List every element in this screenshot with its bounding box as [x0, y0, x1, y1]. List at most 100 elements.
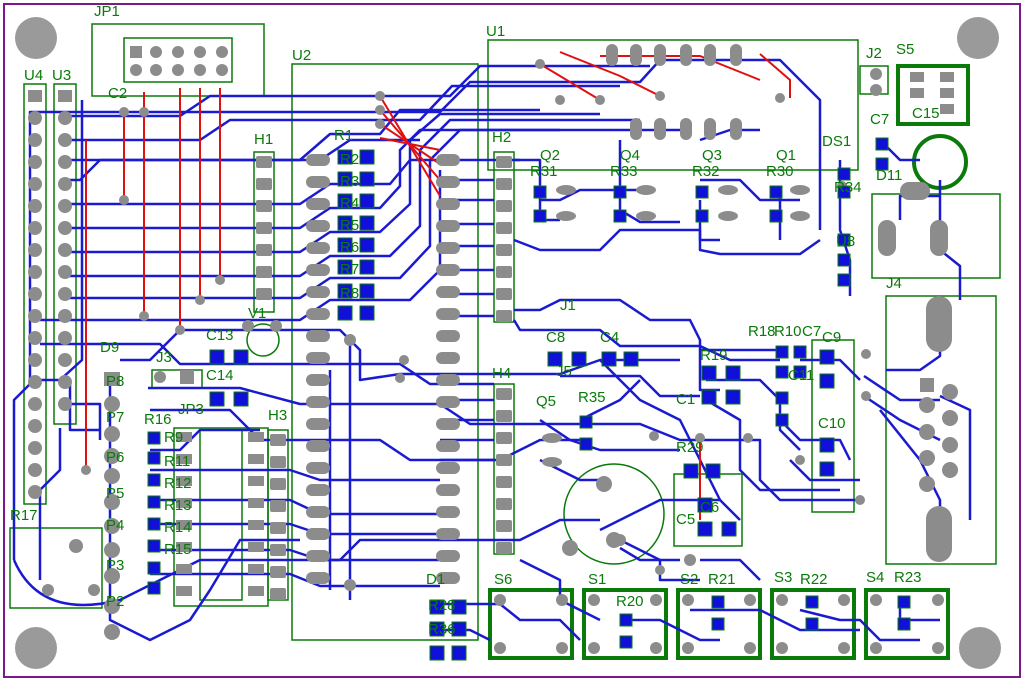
- header-h2-pads: [496, 156, 512, 322]
- board-outline: [3, 3, 1021, 678]
- label-s6: S6: [494, 571, 512, 588]
- switch-outlines: [488, 64, 970, 660]
- label-c9: C9: [822, 329, 841, 346]
- label-u3: U3: [52, 67, 71, 84]
- switch-s5-pads: [910, 72, 954, 114]
- transistor-pads: [542, 185, 810, 467]
- th-pads: [28, 44, 958, 640]
- connector-dc-pads: [878, 182, 948, 256]
- label-q5: Q5: [536, 393, 556, 410]
- label-r22: R22: [800, 571, 828, 588]
- header-jp1-pads: [130, 46, 228, 76]
- label-r32: R32: [692, 163, 720, 180]
- label-q1: Q1: [776, 147, 796, 164]
- label-p8: P8: [106, 373, 124, 390]
- label-s2: S2: [680, 571, 698, 588]
- label-r21: R21: [708, 571, 736, 588]
- smd-pads: [147, 137, 911, 661]
- led-array-pads: [104, 372, 120, 640]
- label-c11: C11: [788, 367, 814, 384]
- label-p2: P2: [106, 593, 124, 610]
- label-u8: U8: [836, 233, 855, 250]
- label-j3: J3: [156, 349, 172, 366]
- label-r16: R16: [144, 411, 172, 428]
- label-r20: R20: [616, 593, 644, 610]
- label-d11: D11: [876, 167, 902, 184]
- label-j2: J2: [866, 45, 882, 62]
- label-s3: S3: [774, 569, 792, 586]
- label-h4: H4: [492, 365, 511, 382]
- switch-s5: [896, 64, 970, 126]
- label-r8: R8: [340, 285, 359, 302]
- label-c7b: C7: [802, 323, 821, 340]
- resistor-array-r9-r15: [147, 431, 161, 595]
- label-c8: C8: [546, 329, 565, 346]
- label-s4: S4: [866, 569, 884, 586]
- label-j4: J4: [886, 275, 902, 292]
- label-r17: R17: [10, 507, 38, 524]
- switch-s6: [488, 588, 574, 660]
- header-h3-pads: [270, 434, 286, 600]
- mount-hole-top-left: [15, 17, 57, 59]
- label-p3: P3: [106, 557, 124, 574]
- label-r35: R35: [578, 389, 606, 406]
- label-r31: R31: [530, 163, 558, 180]
- label-p5: P5: [106, 485, 124, 502]
- label-s1: S1: [588, 571, 606, 588]
- label-u2: U2: [292, 47, 311, 64]
- silkscreen-outlines: [9, 23, 1001, 641]
- label-c4: C4: [600, 329, 619, 346]
- label-r1: R1: [334, 127, 353, 144]
- label-h1: H1: [254, 131, 273, 148]
- relay-u1-pads: [606, 44, 742, 140]
- label-j1: J1: [560, 297, 576, 314]
- header-h1-pads: [256, 156, 272, 300]
- switch-corner-pads: [494, 594, 944, 654]
- switch-s2: [676, 588, 762, 660]
- mounting-holes: [15, 17, 1001, 669]
- label-u1: U1: [486, 23, 505, 40]
- label-r13: R13: [164, 497, 192, 514]
- label-c2: C2: [108, 85, 127, 102]
- label-r33: R33: [610, 163, 638, 180]
- label-jp3: JP3: [178, 401, 204, 418]
- header-u4-pads: [28, 90, 42, 499]
- designator-labels: JP1 U4 U3 C2 U2 U1 J2 S5 C15 C7 DS1 R1 H…: [10, 3, 940, 638]
- label-d1: D1: [426, 571, 445, 588]
- mount-hole-bottom-right: [959, 627, 1001, 669]
- label-r15: R15: [164, 541, 192, 558]
- label-d9: D9: [100, 339, 119, 356]
- label-c14: C14: [206, 367, 234, 384]
- label-p4: P4: [106, 517, 124, 534]
- resistor-array-r2-r8: [337, 149, 375, 321]
- traces-top: [85, 51, 791, 520]
- label-ds1: DS1: [822, 133, 851, 150]
- label-c6: C6: [700, 499, 719, 516]
- label-r36: R36: [428, 621, 456, 638]
- ic-u2-pads-left: [306, 154, 330, 584]
- label-r5: R5: [340, 217, 359, 234]
- label-j5: J5: [556, 363, 572, 380]
- label-r2: R2: [340, 151, 359, 168]
- label-q4: Q4: [620, 147, 640, 164]
- mount-hole-top-right: [957, 17, 999, 59]
- label-c15: C15: [912, 105, 940, 122]
- label-c10: C10: [818, 415, 846, 432]
- vias: [81, 59, 871, 575]
- label-c1: C1: [676, 391, 695, 408]
- label-jp1: JP1: [94, 3, 120, 20]
- label-r4: R4: [340, 195, 359, 212]
- label-r14: R14: [164, 519, 192, 536]
- ic-u2-pads-right: [436, 154, 460, 584]
- label-r23: R23: [894, 569, 922, 586]
- label-r9: R9: [164, 429, 183, 446]
- header-u3-pads: [58, 90, 72, 411]
- switch-s3: [770, 588, 856, 660]
- label-h3: H3: [268, 407, 287, 424]
- label-r10: R10: [774, 323, 802, 340]
- label-q2: Q2: [540, 147, 560, 164]
- connector-j4-pads: [919, 296, 958, 562]
- label-r30: R30: [766, 163, 794, 180]
- label-r11: R11: [164, 453, 190, 470]
